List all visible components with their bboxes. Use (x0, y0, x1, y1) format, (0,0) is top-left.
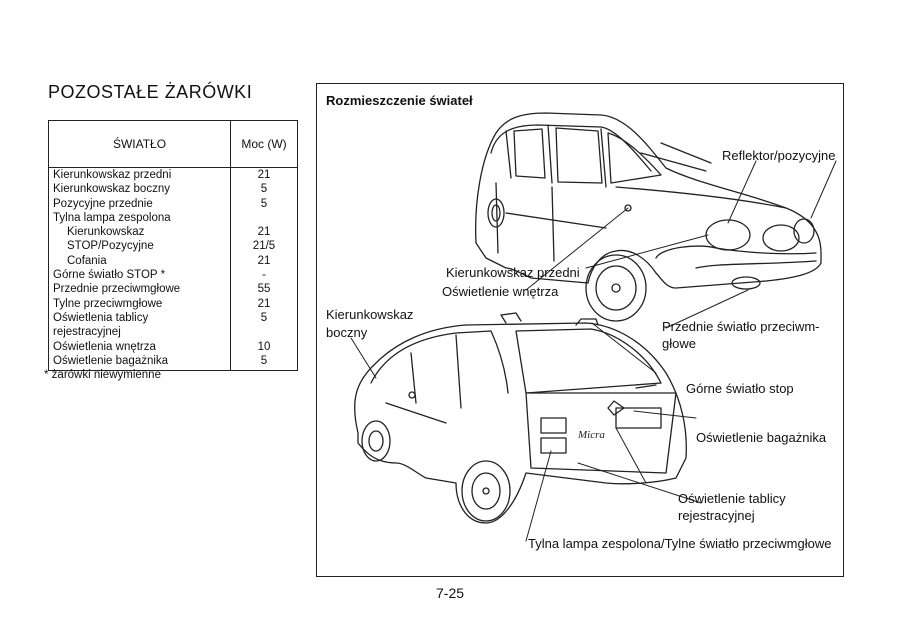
callout-tylna-lampa: Tylna lampa zespolona/Tylne światło prze… (528, 536, 832, 551)
table-row: Oświetlenia tablicy 5 (48, 310, 298, 326)
table-row: Kierunkowskaz przedni 21 (48, 167, 298, 183)
row-watts: 5 (260, 354, 268, 367)
row-watts: 10 (257, 340, 271, 353)
row-light-name: Przednie przeciwmgłowe (48, 282, 231, 297)
page-number: 7-25 (436, 585, 465, 601)
callout-przeciwmglowe-2: głowe (662, 336, 696, 351)
row-light-name: Kierunkowskaz boczny (48, 182, 231, 197)
table-row: Górne światło STOP * - (48, 268, 298, 283)
row-watts: 21 (257, 297, 271, 310)
table-row: Oświetlenie bagażnika 5 (48, 353, 298, 371)
callout-oswietlenie-wnetrza: Oświetlenie wnętrza (442, 284, 559, 299)
car-illustration: Micra (350, 112, 837, 542)
callout-kierunkowskaz-przedni: Kierunkowskaz przedni (446, 265, 580, 280)
row-light-name: STOP/Pozycyjne (48, 239, 231, 254)
table-row: Przednie przeciwmgłowe 55 (48, 282, 298, 297)
figure-title: Rozmieszczenie świateł (326, 93, 473, 108)
row-watts: 5 (260, 183, 268, 196)
callout-reflektor: Reflektor/pozycyjne (722, 148, 836, 163)
front-car-drawing (475, 112, 822, 322)
callout-kierunkowskaz-boczny-2: boczny (326, 325, 368, 340)
table-row: Kierunkowskaz boczny 5 (48, 182, 298, 197)
row-watts: 21 (257, 254, 271, 267)
table-row: Tylne przeciwmgłowe 21 (48, 296, 298, 311)
leader-lines (350, 160, 837, 542)
figure-frame (316, 83, 844, 577)
row-watts: - (262, 269, 266, 282)
row-light-name: Pozycyjne przednie (48, 196, 231, 211)
table-row: Pozycyjne przednie 5 (48, 196, 298, 211)
header-power: Moc (W) (230, 120, 298, 168)
car-badge: Micra (577, 429, 605, 441)
callout-gorne-swiatlo-stop: Górne światło stop (686, 381, 794, 396)
table-row: Cofania 21 (48, 253, 298, 269)
row-light-name: Oświetlenia tablicy (48, 310, 231, 326)
row-watts: 21/5 (252, 240, 276, 253)
row-light-name: Górne światło STOP * (48, 268, 231, 283)
table-header-row: ŚWIATŁO Moc (W) (48, 120, 298, 168)
row-light-name: Tylne przeciwmgłowe (48, 296, 231, 311)
table-row: Tylna lampa zespolona (48, 210, 298, 226)
rear-car-drawing (354, 312, 687, 524)
row-light-name: Kierunkowskaz (48, 225, 231, 240)
row-light-name: Oświetlenie bagażnika (48, 353, 231, 371)
row-watts (231, 325, 298, 339)
row-watts: 21 (257, 169, 271, 181)
table-row: Kierunkowskaz 21 (48, 225, 298, 240)
footnote: * żarówki niewymienne (44, 369, 161, 381)
row-watts: 55 (257, 283, 271, 296)
section-title: POZOSTAŁE ŻARÓWKI (48, 82, 253, 102)
callout-oswietlenie-tablicy-2: rejestracyjnej (678, 508, 755, 523)
row-watts (231, 211, 298, 225)
row-light-name: Tylna lampa zespolona (48, 210, 231, 226)
callout-przeciwmglowe-1: Przednie światło przeciwm- (662, 319, 820, 334)
row-watts: 5 (260, 197, 268, 210)
callout-oswietlenie-tablicy-1: Oświetlenie tablicy (678, 491, 786, 506)
callout-oswietlenie-bagaznika: Oświetlenie bagażnika (696, 430, 827, 445)
row-light-name: Kierunkowskaz przedni (48, 167, 231, 183)
table-row: rejestracyjnej (48, 325, 298, 340)
header-light: ŚWIATŁO (48, 120, 231, 168)
row-watts: 5 (260, 311, 268, 324)
callout-kierunkowskaz-boczny-1: Kierunkowskaz (326, 307, 414, 322)
row-light-name: Oświetlenia wnętrza (48, 339, 231, 354)
row-light-name: Cofania (48, 253, 231, 269)
table-row: Oświetlenia wnętrza 10 (48, 339, 298, 354)
row-watts: 21 (257, 226, 271, 239)
table-row: STOP/Pozycyjne 21/5 (48, 239, 298, 254)
row-light-name: rejestracyjnej (48, 325, 231, 340)
